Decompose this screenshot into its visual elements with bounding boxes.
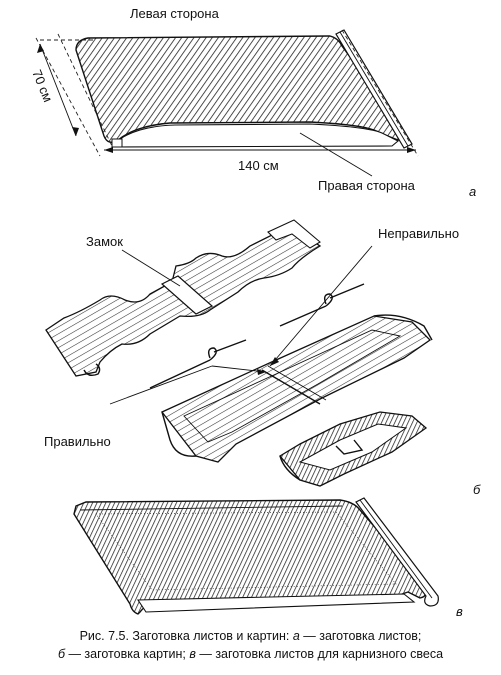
panel-middle <box>160 315 432 463</box>
caption-line-2: б — заготовка картин; в — заготовка лист… <box>0 646 501 662</box>
fold-strip-a <box>117 123 399 148</box>
label-part-v: в <box>456 604 463 619</box>
panel-top-rail <box>267 219 321 249</box>
sheet-a <box>75 35 405 143</box>
lip-v <box>136 593 416 613</box>
label-length: 140 см <box>238 158 279 173</box>
lock-seam <box>160 275 214 315</box>
caption-prefix: Рис. 7.5. Заготовка листов и картин: <box>79 629 293 643</box>
caption-v-text: — заготовка листов для карнизного свеса <box>195 647 444 661</box>
label-wrong: Неправильно <box>378 226 459 241</box>
label-part-b: б <box>473 482 481 497</box>
label-left-side: Левая сторона <box>130 6 220 21</box>
label-lock: Замок <box>86 234 123 249</box>
label-part-a: а <box>469 184 476 199</box>
caption-b-letter: б <box>57 647 65 661</box>
caption-a-text: — заготовка листов; <box>299 629 422 643</box>
caption-line-1: Рис. 7.5. Заготовка листов и картин: а —… <box>0 628 501 644</box>
panel-middle-inner <box>183 329 402 443</box>
tray-right-inner <box>298 423 408 471</box>
diagram-a: Левая сторона 70 см 140 см Правая сторон… <box>29 6 476 199</box>
diagram-b: Замок Неправильно Правильно б <box>44 219 481 497</box>
caption-a-letter: а <box>292 629 300 643</box>
label-right-side: Правая сторона <box>318 178 416 193</box>
caption-v-letter: в <box>189 647 196 661</box>
label-correct: Правильно <box>44 434 111 449</box>
caption-b-text: — заготовка картин; <box>64 647 190 661</box>
diagram-v: в <box>73 497 463 619</box>
